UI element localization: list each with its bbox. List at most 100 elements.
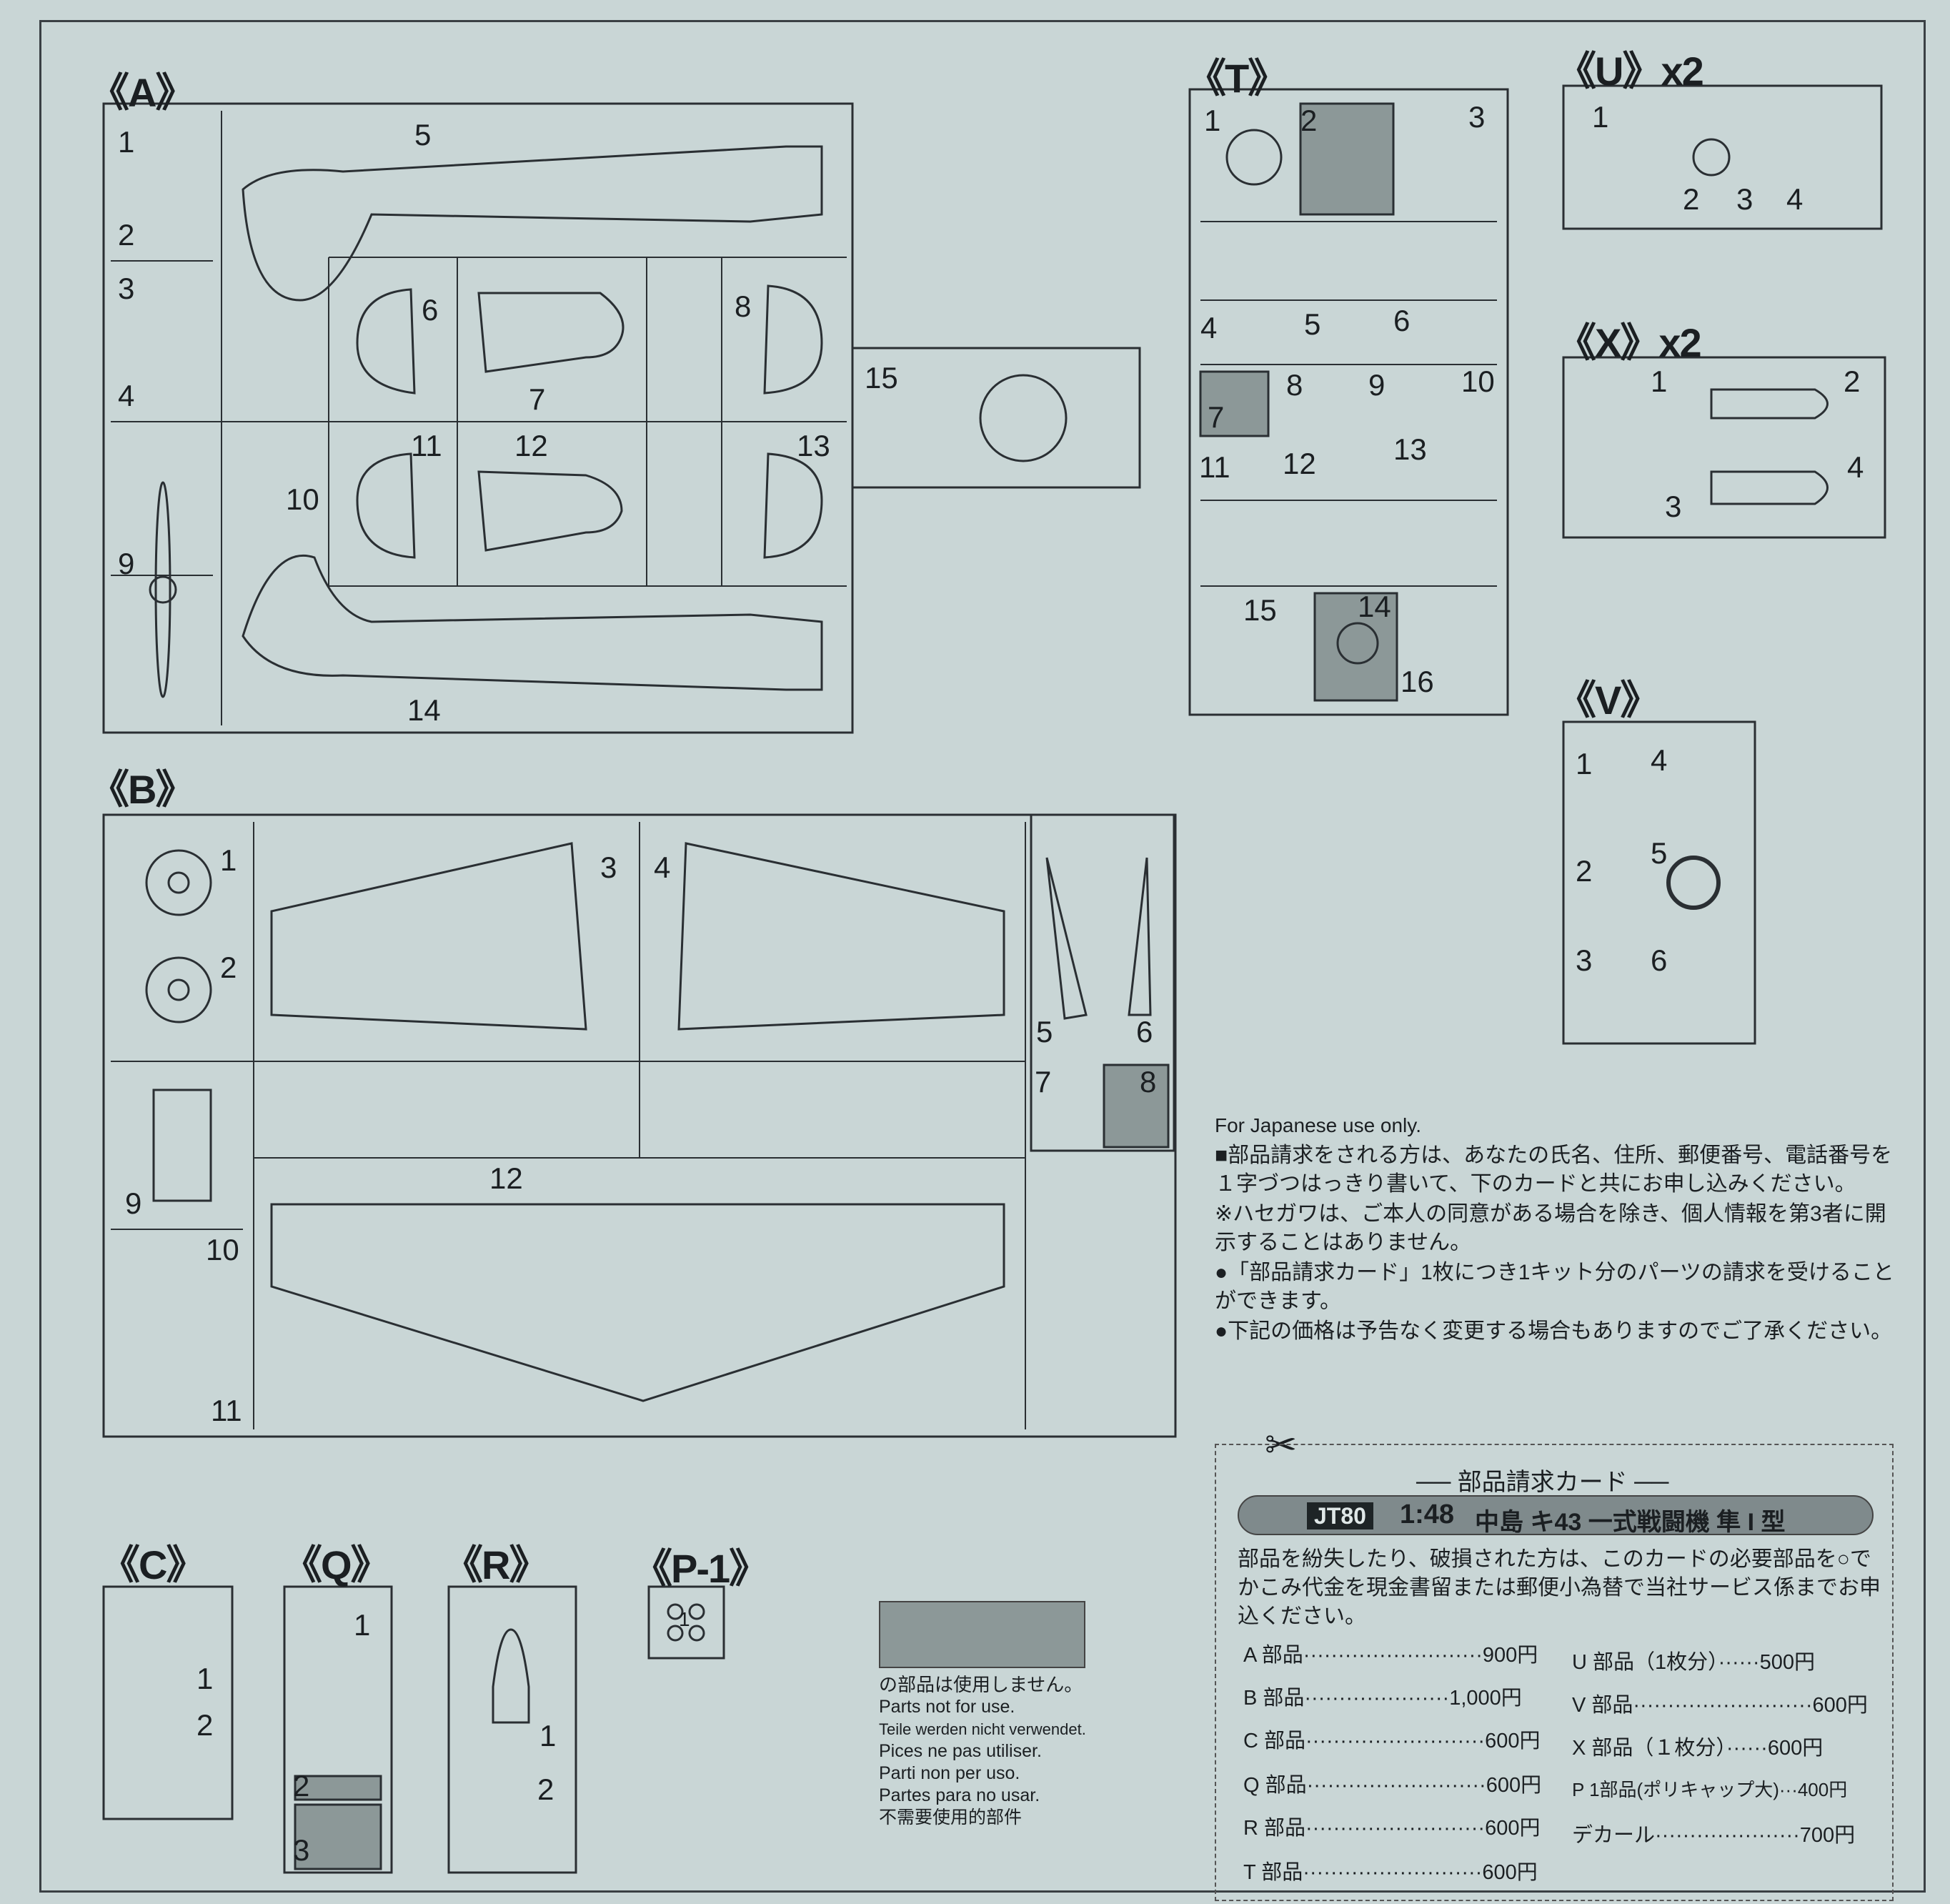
sprue-label-q: 《Q》: [282, 1542, 391, 1587]
notes-english: For Japanese use only.: [1215, 1114, 1421, 1136]
part-number: 3: [1576, 943, 1593, 977]
sprue-v-frame: [1562, 720, 1756, 1045]
part-number: 7: [1208, 400, 1225, 434]
part-number: 1: [1204, 104, 1221, 137]
price-row: A 部品··························900円: [1243, 1644, 1538, 1667]
sprue-label-b: 《B》: [89, 767, 195, 812]
part-number: 3: [1665, 490, 1682, 523]
sprue-label-p1: 《P-1》: [632, 1546, 769, 1591]
part-number: 1: [539, 1719, 557, 1752]
sprue-label-t: 《T》: [1186, 56, 1288, 101]
part-a11: [356, 452, 416, 559]
price-row: T 部品··························600円: [1243, 1861, 1538, 1884]
part-a8: [763, 284, 823, 395]
part-b8-unused: [1103, 1063, 1170, 1149]
price-row: U 部品（1枚分）······500円: [1572, 1651, 1815, 1674]
sprue-label-u: 《U》x2: [1556, 49, 1704, 94]
part-b6: [1128, 857, 1152, 1016]
notes-p4: ●下記の価格は予告なく変更する場合もありますのでご了承ください。: [1215, 1319, 1893, 1343]
propeller: [154, 481, 171, 698]
engine-2: [145, 956, 212, 1023]
part-number: 6: [1136, 1015, 1153, 1048]
part-number: 8: [1140, 1065, 1157, 1099]
part-number: 16: [1401, 665, 1434, 698]
sprue-label-v: 《V》: [1556, 678, 1660, 723]
part-b5: [1045, 857, 1088, 1020]
sprue-x-frame: [1562, 356, 1886, 539]
part-b9: [152, 1089, 212, 1202]
sprue-u-frame: [1562, 84, 1883, 230]
part-number: 1: [118, 125, 135, 159]
part-number: 5: [1036, 1015, 1053, 1048]
part-t2-unused: [1299, 102, 1395, 216]
part-number: 15: [865, 361, 898, 395]
price-row: X 部品（１枚分）······600円: [1572, 1737, 1824, 1760]
part-number: 3: [118, 272, 135, 305]
part-number: 11: [1199, 450, 1230, 484]
price-row: Q 部品··························600円: [1243, 1774, 1542, 1797]
kit-scale: 1:48: [1400, 1499, 1455, 1529]
part-number: 2: [197, 1708, 214, 1742]
part-number: 2: [293, 1769, 310, 1803]
part-number: 14: [1358, 590, 1391, 623]
part-number: 6: [422, 293, 439, 327]
part-number: 11: [211, 1394, 242, 1427]
part-number: 4: [1786, 182, 1804, 216]
part-number: 4: [654, 851, 671, 884]
part-number: 5: [414, 118, 432, 152]
sprue-a-extension: [851, 347, 1141, 489]
price-row: R 部品··························600円: [1243, 1817, 1541, 1840]
notes-p3: ●「部品請求カード」1枚につき1キット分のパーツの請求を受けることができます。: [1215, 1261, 1894, 1313]
part-number: 4: [1847, 450, 1864, 484]
sprue-label-r: 《R》: [443, 1542, 549, 1587]
part-number: 2: [118, 218, 135, 252]
part-number: 6: [1651, 943, 1668, 977]
part-number: 3: [1468, 100, 1486, 134]
part-t1: [1225, 129, 1283, 186]
part-number: 7: [1035, 1065, 1052, 1099]
sprue-r-frame: [447, 1585, 577, 1874]
part-number: 1: [1576, 747, 1593, 780]
price-row: C 部品··························600円: [1243, 1730, 1541, 1752]
part-number: 3: [293, 1833, 310, 1867]
part-number: 9: [125, 1186, 142, 1220]
part-number: 2: [1300, 104, 1318, 137]
part-a12: [477, 470, 623, 552]
kit-name: 中島 キ43 一式戦闘機 隼 I 型: [1475, 1509, 1786, 1536]
part-number: 5: [1651, 836, 1668, 870]
part-number: 2: [537, 1772, 554, 1806]
price-row: V 部品··························600円: [1572, 1694, 1868, 1717]
part-number: 2: [1844, 365, 1861, 398]
part-a15: [979, 374, 1068, 462]
part-number: 13: [1393, 432, 1427, 466]
part-number: 12: [489, 1161, 523, 1195]
part-number: 2: [1683, 182, 1700, 216]
part-number: 6: [1393, 304, 1411, 337]
part-number: 2: [1576, 854, 1593, 888]
part-t14-unused: [1313, 592, 1398, 702]
part-number: 2: [220, 951, 237, 984]
parts-order-card: ── 部品請求カード ── JT80 1:48 中島 キ43 一式戦闘機 隼 I…: [1215, 1444, 1894, 1901]
part-a13: [763, 452, 823, 559]
part-number: 10: [1461, 365, 1495, 398]
notes-p2: ※ハセガワは、ご本人の同意がある場合を除き、個人情報を第3者に開示することはあり…: [1215, 1202, 1886, 1254]
instruction-sheet: [39, 20, 1926, 1893]
part-number: 7: [529, 382, 546, 416]
part-number: 4: [1651, 743, 1668, 777]
part-number: 9: [1368, 368, 1386, 402]
part-number: 3: [600, 851, 617, 884]
part-a7: [477, 292, 625, 373]
unused-parts-swatch: [879, 1601, 1085, 1668]
part-number: 11: [411, 429, 442, 462]
part-number: 10: [206, 1233, 239, 1266]
unused-parts-legend: の部品は使用しません。 Parts not for use. Teile wer…: [879, 1674, 1086, 1828]
fuselage-left: [242, 145, 823, 302]
sprue-q-frame: [283, 1585, 393, 1874]
price-row: デカール·····················700円: [1572, 1824, 1856, 1847]
part-number: 1: [679, 1608, 690, 1630]
wing-left-upper: [270, 842, 587, 1031]
part-t7-unused: [1199, 370, 1270, 437]
notes-p1: ■部品請求をされる方は、あなたの氏名、住所、郵便番号、電話番号を１字づつはっきり…: [1215, 1144, 1893, 1196]
part-number: 4: [1200, 311, 1218, 344]
